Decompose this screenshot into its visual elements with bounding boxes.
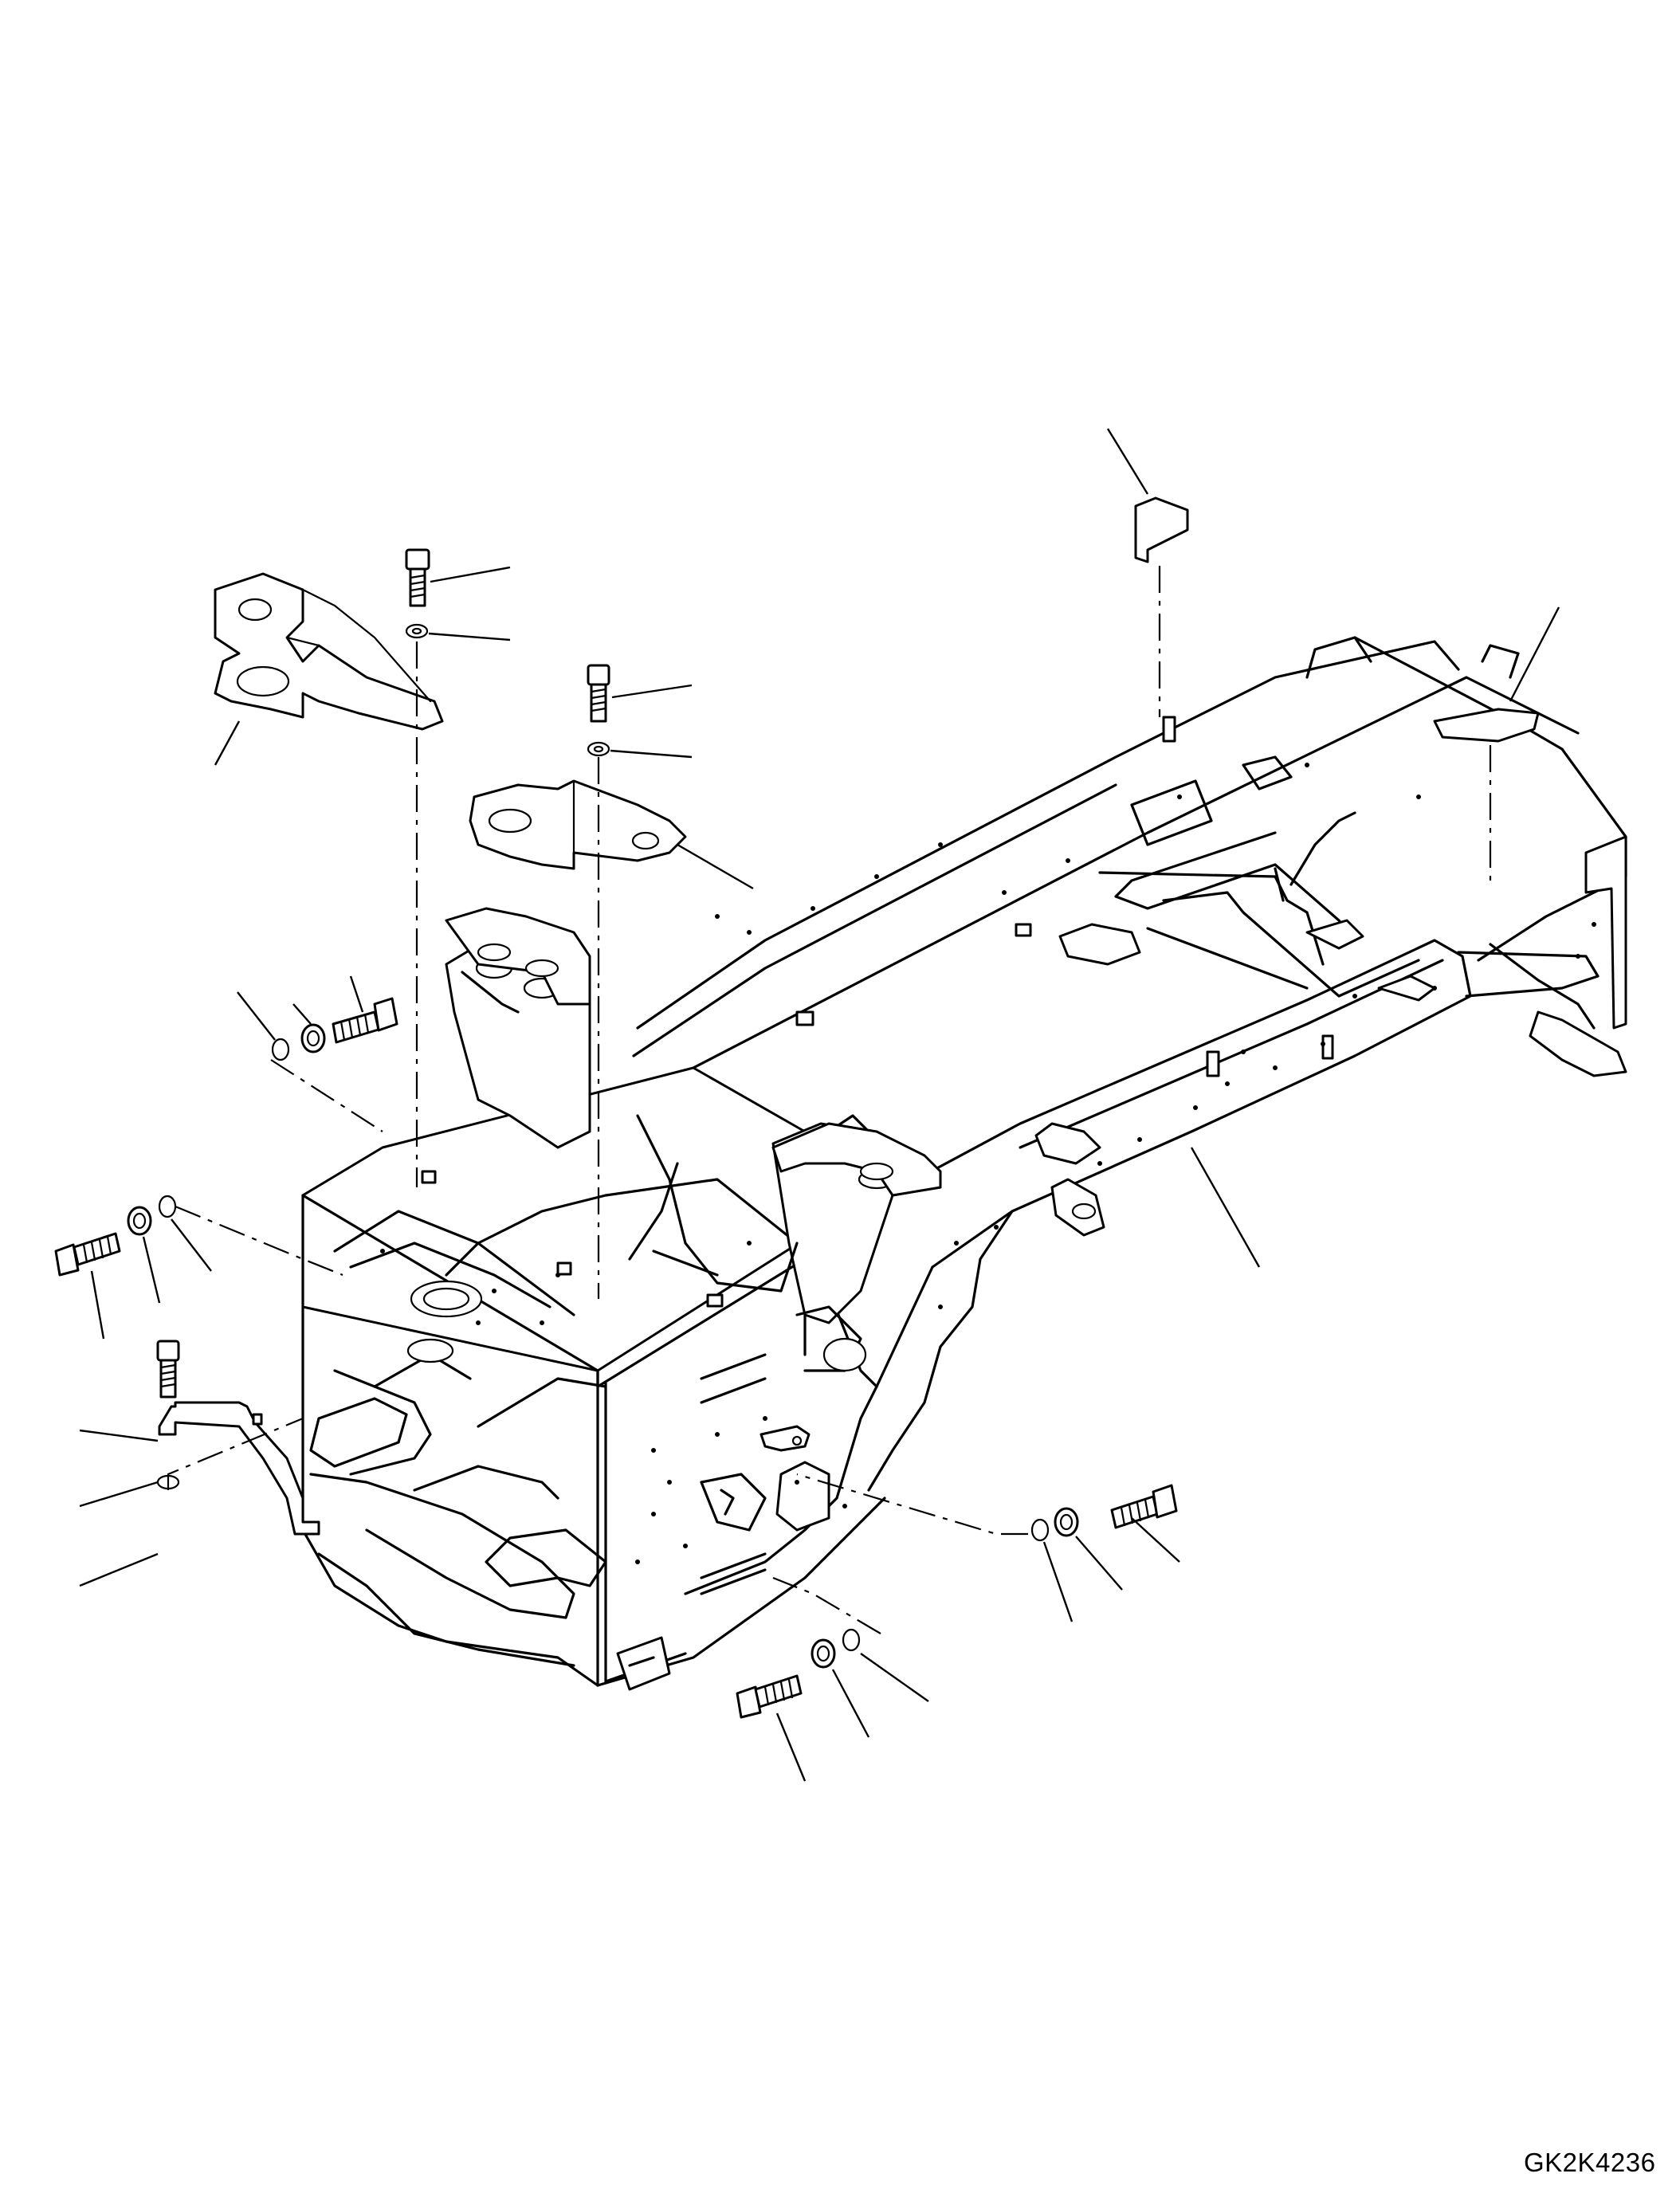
- bracket-top-left: [214, 572, 444, 731]
- bolt-group-lower-right: [1030, 1484, 1178, 1542]
- bracket-top-center: [469, 779, 687, 870]
- lug-plate: [760, 1425, 811, 1452]
- drawing-code-label: GK2K4236: [1524, 2148, 1656, 2177]
- frame-holes: [380, 763, 1596, 1564]
- pad-right: [1433, 708, 1540, 743]
- bolt-group-upper-left: [271, 997, 398, 1061]
- bolt-top-left: [405, 548, 430, 639]
- bolt-group-bottom-center: [736, 1628, 861, 1719]
- leader-lines: [79, 428, 1560, 1782]
- bolt-group-left: [54, 1195, 177, 1277]
- bolt-top-center: [587, 664, 610, 757]
- mount-block-right: [771, 1122, 942, 1197]
- main-frame: [301, 636, 1627, 1691]
- bolt-lower-left: [156, 1340, 180, 1490]
- clamp-lower-left: [158, 1401, 320, 1536]
- assembly-lines: [167, 566, 1492, 1634]
- mount-block-left: [445, 907, 591, 1006]
- pad-upper-right: [1134, 496, 1189, 563]
